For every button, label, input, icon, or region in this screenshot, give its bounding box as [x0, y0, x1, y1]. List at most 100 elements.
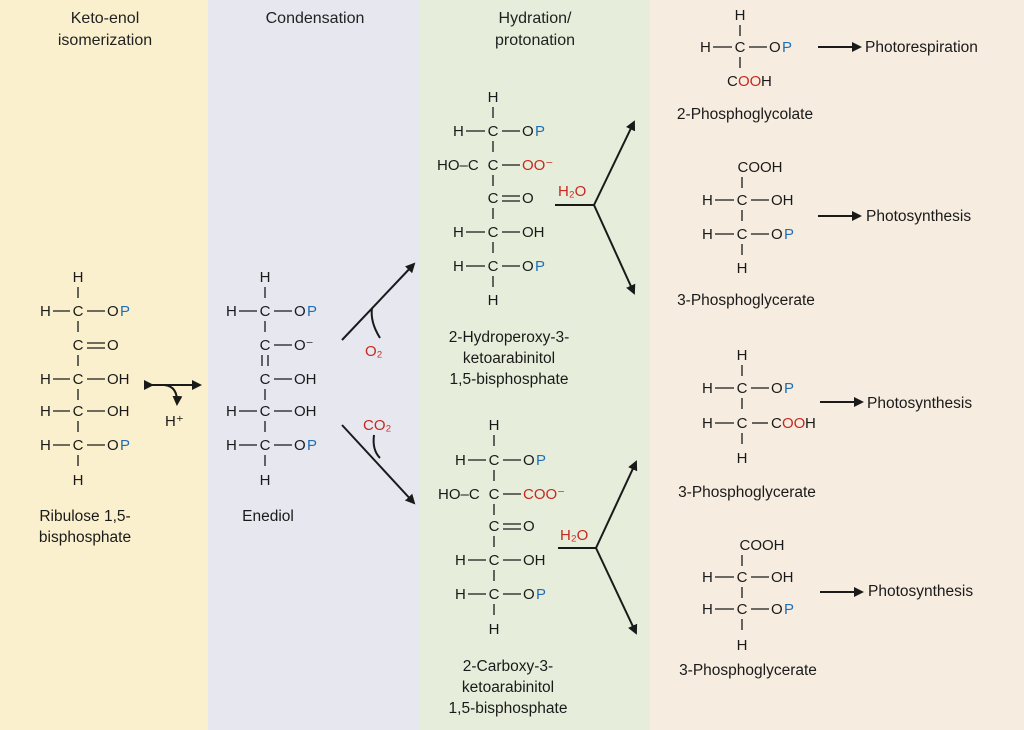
atom-o: O: [107, 437, 119, 454]
compound-label-carboxy: 1,5-bisphosphate: [449, 700, 568, 717]
atom-h: H: [260, 472, 271, 489]
compound-label-hydroperoxy: 2-Hydroperoxy-3-: [449, 329, 570, 346]
atom-c: C: [260, 371, 271, 388]
proton-release-arrow: [163, 384, 183, 406]
panel-keto-enol: [0, 0, 208, 730]
atom-oh: OH: [107, 371, 130, 388]
ribulose-structure: H H C O P C O H C OH H C OH H: [40, 269, 130, 489]
proton-label: H⁺: [165, 413, 184, 430]
atom-c: C: [260, 337, 271, 354]
atom-c: C: [489, 586, 500, 603]
atom-o: O: [522, 190, 534, 207]
panel-products: [650, 0, 1024, 730]
atom-h: H: [40, 303, 51, 320]
compound-label-pga: 3-Phosphoglycerate: [677, 292, 815, 309]
atom-p: P: [120, 437, 130, 454]
atom-ho: HO–C: [438, 486, 480, 503]
split-arrow-up: [595, 460, 638, 549]
compound-label-pga: 3-Phosphoglycerate: [679, 662, 817, 679]
atom-o: O: [523, 518, 535, 535]
atom-c: C: [488, 258, 499, 275]
atom-c: C: [771, 415, 782, 432]
atom-o-minus: O⁻: [294, 337, 314, 354]
atom-c: C: [489, 452, 500, 469]
co2-label: CO₂: [363, 417, 392, 434]
atom-h: H: [488, 292, 499, 309]
atom-c: C: [737, 569, 748, 586]
hydroperoxy-structure: H H C O P HO–C C OO⁻ C O H C OH H: [437, 89, 553, 309]
atom-ho: HO–C: [437, 157, 479, 174]
atom-p: P: [784, 226, 794, 243]
atom-c: C: [737, 226, 748, 243]
atom-h: H: [455, 552, 466, 569]
fate-photosynthesis: Photosynthesis: [867, 395, 972, 412]
atom-h: H: [226, 303, 237, 320]
atom-c: C: [488, 157, 499, 174]
atom-h: H: [702, 569, 713, 586]
atom-c: C: [737, 192, 748, 209]
atom-p: P: [307, 303, 317, 320]
section-title-keto-enol: Keto-enol isomerization: [30, 8, 180, 52]
oxygenation-arrow: [341, 262, 416, 341]
atom-oh: OH: [107, 403, 130, 420]
atom-oh: OH: [294, 403, 317, 420]
o2-entry-arrow: [370, 307, 381, 339]
atom-h: H: [73, 269, 84, 286]
carboxylation-arrow: [341, 424, 416, 505]
carboxy-structure: H H C O P HO–C C COO⁻ C O H C OH H: [438, 417, 565, 638]
section-title-line: isomerization: [57, 32, 153, 49]
fate-photosynthesis: Photosynthesis: [866, 208, 971, 225]
atom-c: C: [488, 123, 499, 140]
atom-o: O: [294, 303, 306, 320]
compound-label-phosphoglycolate: 2-Phosphoglycolate: [677, 106, 813, 123]
atom-c: C: [260, 303, 271, 320]
section-title-line: Keto-enol: [70, 10, 140, 27]
atom-h: H: [700, 39, 711, 56]
atom-p: P: [784, 380, 794, 397]
atom-o: O: [523, 586, 535, 603]
atom-c: C: [73, 303, 84, 320]
atom-h: H: [455, 586, 466, 603]
atom-c: C: [489, 518, 500, 535]
atom-h: H: [488, 89, 499, 106]
atom-p: P: [307, 437, 317, 454]
compound-label-enediol: Enediol: [242, 508, 294, 525]
atom-p: P: [536, 586, 546, 603]
compound-label-hydroperoxy: ketoarabinitol: [463, 350, 555, 367]
atom-h: H: [453, 258, 464, 275]
section-title-hydration: Hydration/ protonation: [450, 8, 620, 52]
atom-p: P: [535, 123, 545, 140]
atom-c: C: [73, 403, 84, 420]
atom-h: H: [702, 380, 713, 397]
section-title-line: Hydration/: [498, 10, 572, 27]
atom-p: P: [782, 39, 792, 56]
atom-h: H: [226, 403, 237, 420]
compound-label-ribulose: Ribulose 1,5-: [39, 508, 130, 525]
atom-cooh: COOH: [738, 159, 783, 176]
atom-c: C: [737, 601, 748, 618]
atom-coo-minus: COO⁻: [523, 486, 565, 503]
atom-h: H: [455, 452, 466, 469]
atom-p: P: [120, 303, 130, 320]
atom-p: P: [536, 452, 546, 469]
atom-c: C: [260, 403, 271, 420]
pga-structure-3: COOH H C OH H C O P H: [702, 537, 794, 654]
atom-o: O: [294, 437, 306, 454]
section-title-condensation: Condensation: [265, 10, 365, 27]
atom-h: H: [805, 415, 816, 432]
panel-hydration: [420, 0, 650, 730]
atom-p: P: [784, 601, 794, 618]
atom-h: H: [702, 226, 713, 243]
panel-condensation: [208, 0, 420, 730]
atom-h: H: [40, 371, 51, 388]
atom-cooh: COOH: [740, 537, 785, 554]
atom-c: C: [260, 437, 271, 454]
compound-label-carboxy: ketoarabinitol: [462, 679, 554, 696]
atom-c: C: [727, 73, 738, 90]
atom-o: O: [523, 452, 535, 469]
atom-oo-minus: OO⁻: [522, 157, 553, 174]
compound-label-ribulose: bisphosphate: [39, 529, 131, 546]
atom-o: O: [522, 258, 534, 275]
section-title-line: protonation: [494, 32, 576, 49]
